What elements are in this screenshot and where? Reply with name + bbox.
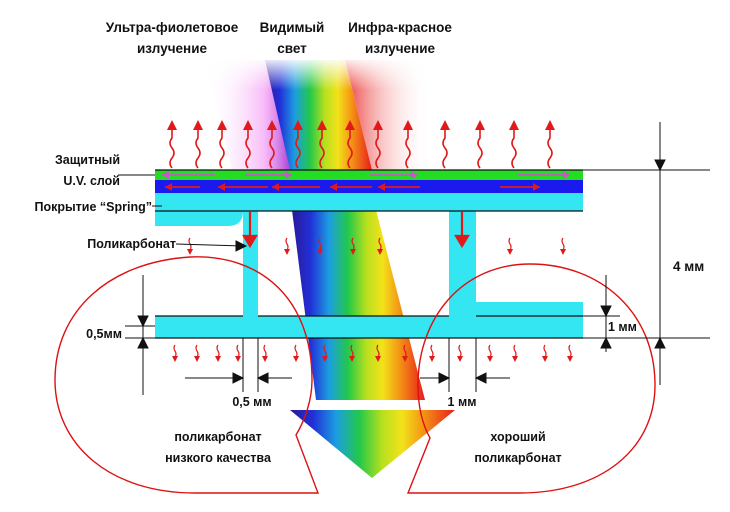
wavy-up-arrow-icon xyxy=(193,120,203,169)
spring-coating-label: Покрытие “Spring” xyxy=(35,200,153,214)
wavy-down-arrow-icon xyxy=(542,344,548,362)
uv-label-line2: излучение xyxy=(137,41,208,56)
layer-arrow-icon xyxy=(245,171,292,179)
wavy-up-arrow-icon xyxy=(167,120,177,169)
wavy-up-arrow-icon xyxy=(440,120,450,169)
leader-lines xyxy=(118,174,248,252)
wavy-up-arrow-icon xyxy=(267,120,277,169)
right-skin-thickness-label: 1 мм xyxy=(608,320,637,334)
cell-left-fillet xyxy=(155,211,243,226)
left-skin-thickness-label: 0,5мм xyxy=(86,327,122,341)
layer-arrow-icon xyxy=(165,183,200,191)
layer-arrow-icon xyxy=(218,183,268,191)
wavy-down-arrow-icon xyxy=(215,344,221,362)
wavy-up-arrow-icon xyxy=(243,120,253,169)
wavy-up-arrow-icon xyxy=(509,120,519,169)
callouts xyxy=(54,256,656,494)
good-quality-label-line2: поликарбонат xyxy=(474,451,561,465)
layer-arrow-icon xyxy=(500,183,540,191)
low-quality-label-line1: поликарбонат xyxy=(174,430,261,444)
callout-low-quality xyxy=(54,256,320,494)
layer-arrow-icon xyxy=(330,183,372,191)
top-skin xyxy=(155,193,583,211)
low-quality-label-line2: низкого качества xyxy=(165,451,272,465)
wavy-up-arrow-icon xyxy=(545,120,555,169)
protective-layer-label-line1: Защитный xyxy=(55,153,120,167)
spectrum-arrow-icon xyxy=(290,410,455,478)
callout-good xyxy=(406,263,656,494)
layer-arrow-icon xyxy=(518,171,570,179)
wavy-down-arrow-icon xyxy=(322,344,328,362)
labels: Ультра-фиолетовое излучение Видимый свет… xyxy=(35,20,705,465)
wavy-down-arrow-icon xyxy=(487,344,493,362)
wavy-up-arrow-icon xyxy=(293,120,303,169)
left-rib-thickness-label: 0,5 мм xyxy=(232,395,271,409)
wavy-down-arrow-icon xyxy=(293,344,299,362)
polycarbonate-label: Поликарбонат xyxy=(87,237,176,251)
uv-layer xyxy=(155,170,583,180)
right-rib-thickness-label: 1 мм xyxy=(448,395,477,409)
coating-arrows xyxy=(162,171,570,191)
bottom-skin xyxy=(155,316,583,338)
wavy-down-arrow-icon xyxy=(317,237,323,255)
wavy-down-arrow-icon xyxy=(262,344,268,362)
wavy-down-arrow-icon xyxy=(194,344,200,362)
wavy-down-arrow-icon xyxy=(235,344,241,362)
wavy-down-arrow-icon xyxy=(284,237,290,255)
wavy-down-arrow-icon xyxy=(350,237,356,255)
layer-arrow-icon xyxy=(162,171,215,179)
wavy-down-arrow-icon xyxy=(187,237,193,255)
wavy-down-arrow-icon xyxy=(512,344,518,362)
uv-label-line1: Ультра-фиолетовое xyxy=(106,20,239,35)
down-arrow-icon xyxy=(454,234,470,249)
wavy-down-arrow-icon xyxy=(402,344,408,362)
wavy-down-arrow-icon xyxy=(429,344,435,362)
wavy-down-arrow-icon xyxy=(567,344,573,362)
cell-outlines xyxy=(155,169,583,339)
wavy-down-arrow-icon xyxy=(377,237,383,255)
good-quality-label-line1: хороший xyxy=(490,430,545,444)
layer-arrow-icon xyxy=(378,183,420,191)
wavy-down-arrow-icon xyxy=(507,237,513,255)
wavy-up-arrow-icon xyxy=(373,120,383,169)
right-cell-flange xyxy=(476,302,583,316)
wavy-up-arrow-icon xyxy=(317,120,327,169)
light-beams xyxy=(200,60,455,478)
wavy-down-arrow-icon xyxy=(560,237,566,255)
wavy-down-arrow-icon xyxy=(349,344,355,362)
visible-label-line1: Видимый xyxy=(260,20,325,35)
wavy-up-arrow-icon xyxy=(403,120,413,169)
wavy-down-arrow-icon xyxy=(172,344,178,362)
wavy-up-arrow-icon xyxy=(217,120,227,169)
down-arrow-icon xyxy=(242,234,258,249)
layer-arrow-icon xyxy=(370,171,418,179)
wavy-down-arrow-icon xyxy=(457,344,463,362)
reflected-heat-arrows xyxy=(167,120,555,169)
visible-label-line2: свет xyxy=(277,41,307,56)
ir-label-line1: Инфра-красное xyxy=(348,20,452,35)
ir-label-line2: излучение xyxy=(365,41,436,56)
protective-layer-label-line2: U.V. слой xyxy=(63,174,120,188)
total-thickness-label: 4 мм xyxy=(673,259,704,274)
wavy-up-arrow-icon xyxy=(345,120,355,169)
wavy-down-arrow-icon xyxy=(375,344,381,362)
rainbow-fade xyxy=(200,60,440,110)
dimension-lines xyxy=(125,122,710,395)
wavy-up-arrow-icon xyxy=(475,120,485,169)
rib-arrows xyxy=(242,212,470,249)
layer-arrow-icon xyxy=(272,183,320,191)
